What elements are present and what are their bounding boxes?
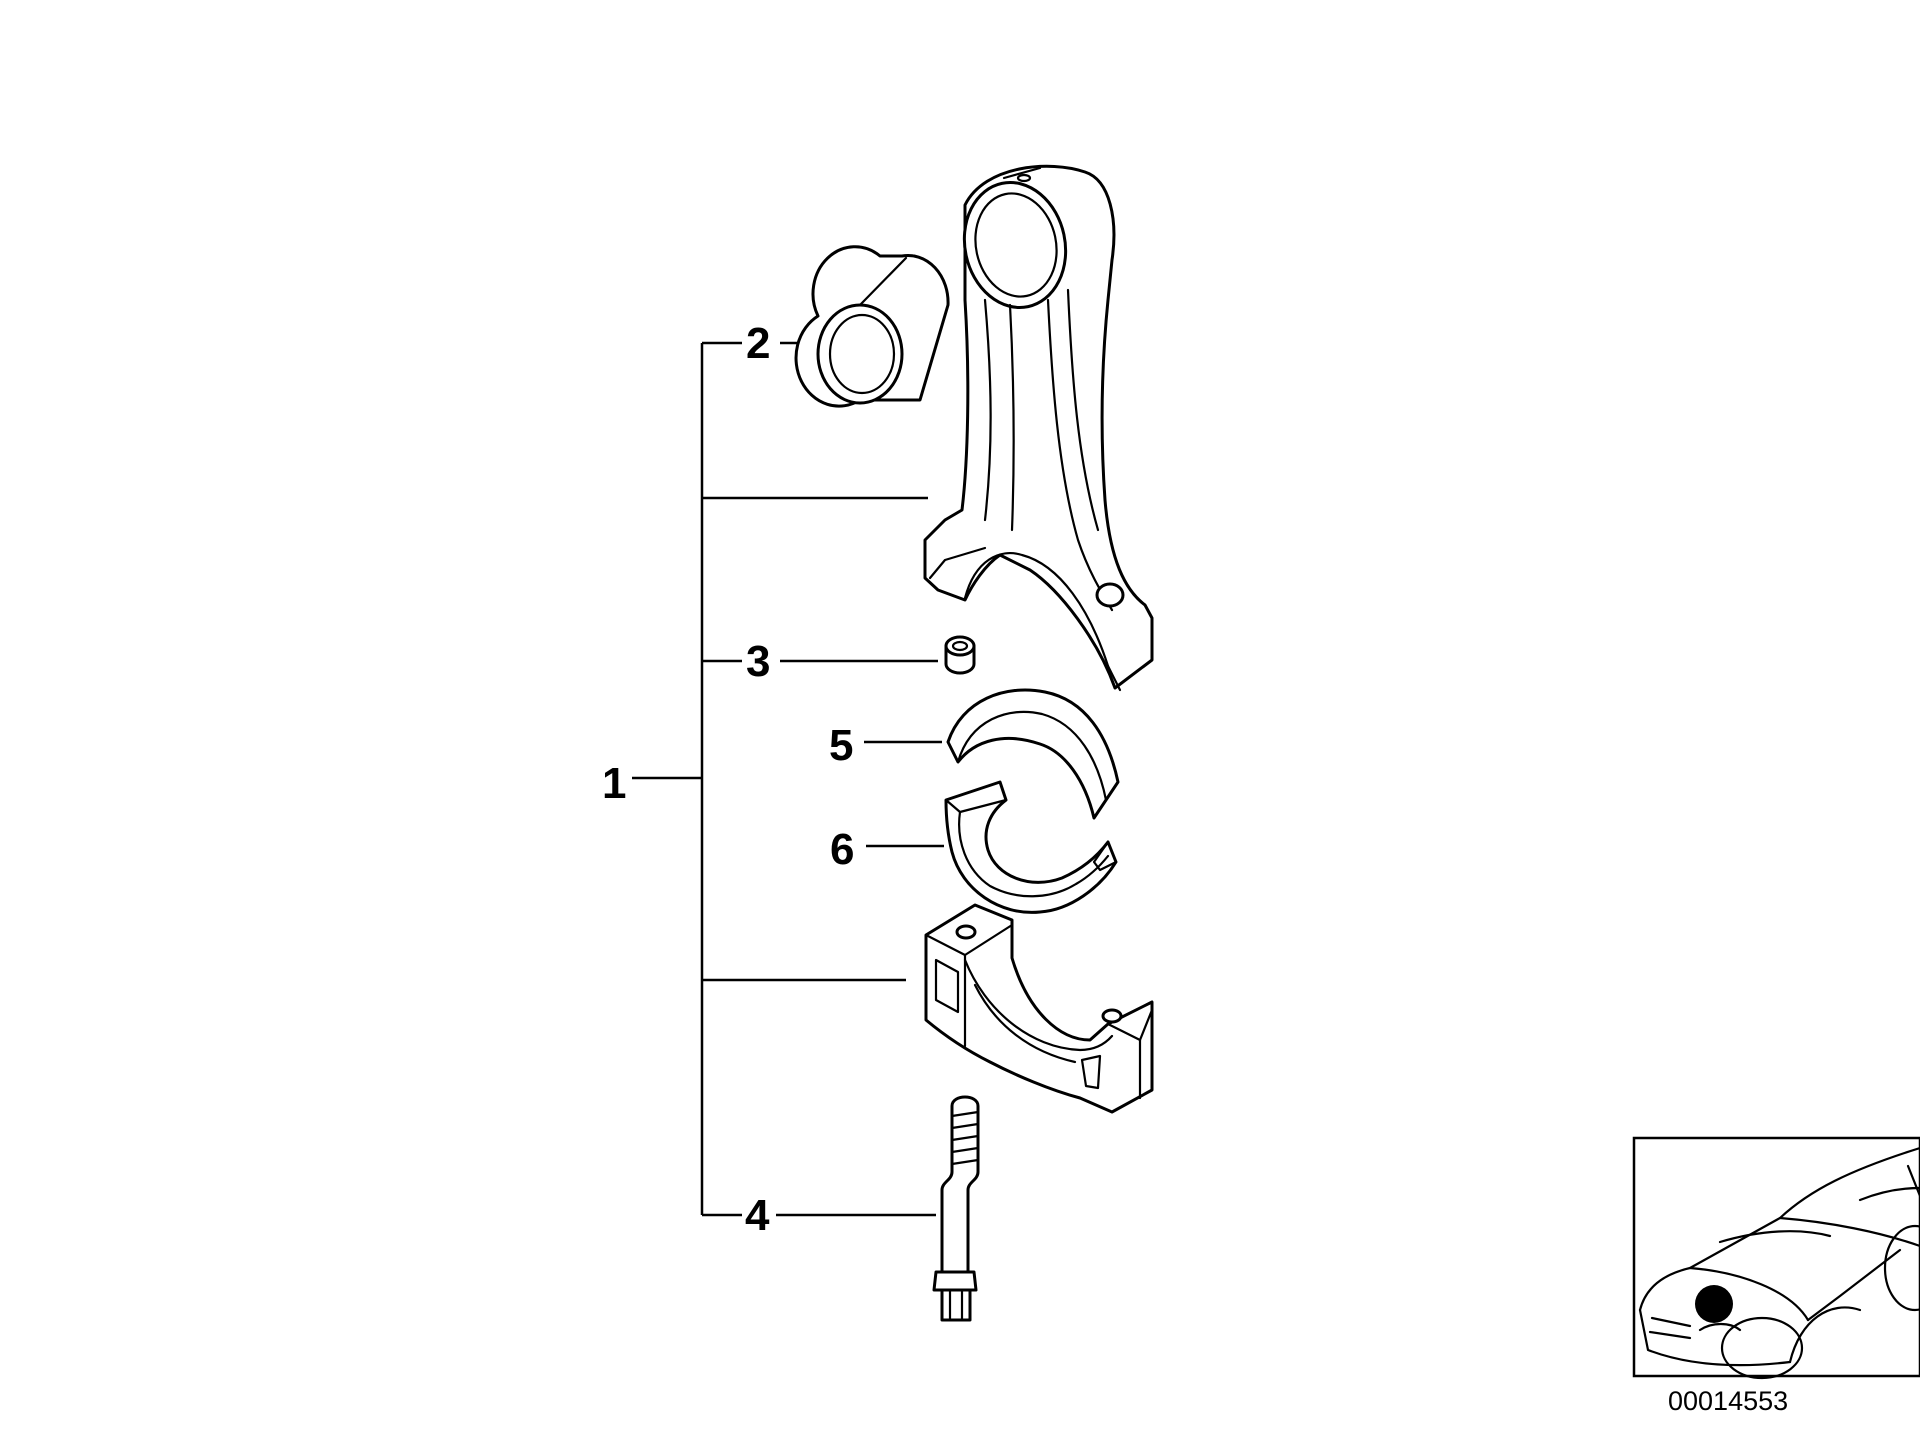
document-number: 00014553 — [1668, 1386, 1788, 1416]
dowel-sleeve-part — [944, 635, 976, 675]
callout-5: 5 — [829, 721, 853, 770]
upper-bearing-shell-part — [946, 688, 1120, 820]
vehicle-locator-inset — [1632, 1136, 1920, 1380]
bushing-part — [794, 245, 950, 408]
callout-1: 1 — [602, 759, 626, 808]
callout-2: 2 — [746, 319, 770, 368]
leader-lines — [632, 341, 944, 1217]
connecting-rod-part — [923, 164, 1154, 692]
bolt-part — [932, 1095, 980, 1322]
bearing-cap-part — [924, 903, 1154, 1114]
callout-4: 4 — [745, 1191, 770, 1240]
callout-3: 3 — [746, 637, 770, 686]
location-marker-icon — [1695, 1285, 1733, 1323]
lower-bearing-shell-part — [944, 780, 1118, 914]
car-outline-icon — [1638, 1146, 1920, 1380]
callout-6: 6 — [830, 825, 854, 874]
